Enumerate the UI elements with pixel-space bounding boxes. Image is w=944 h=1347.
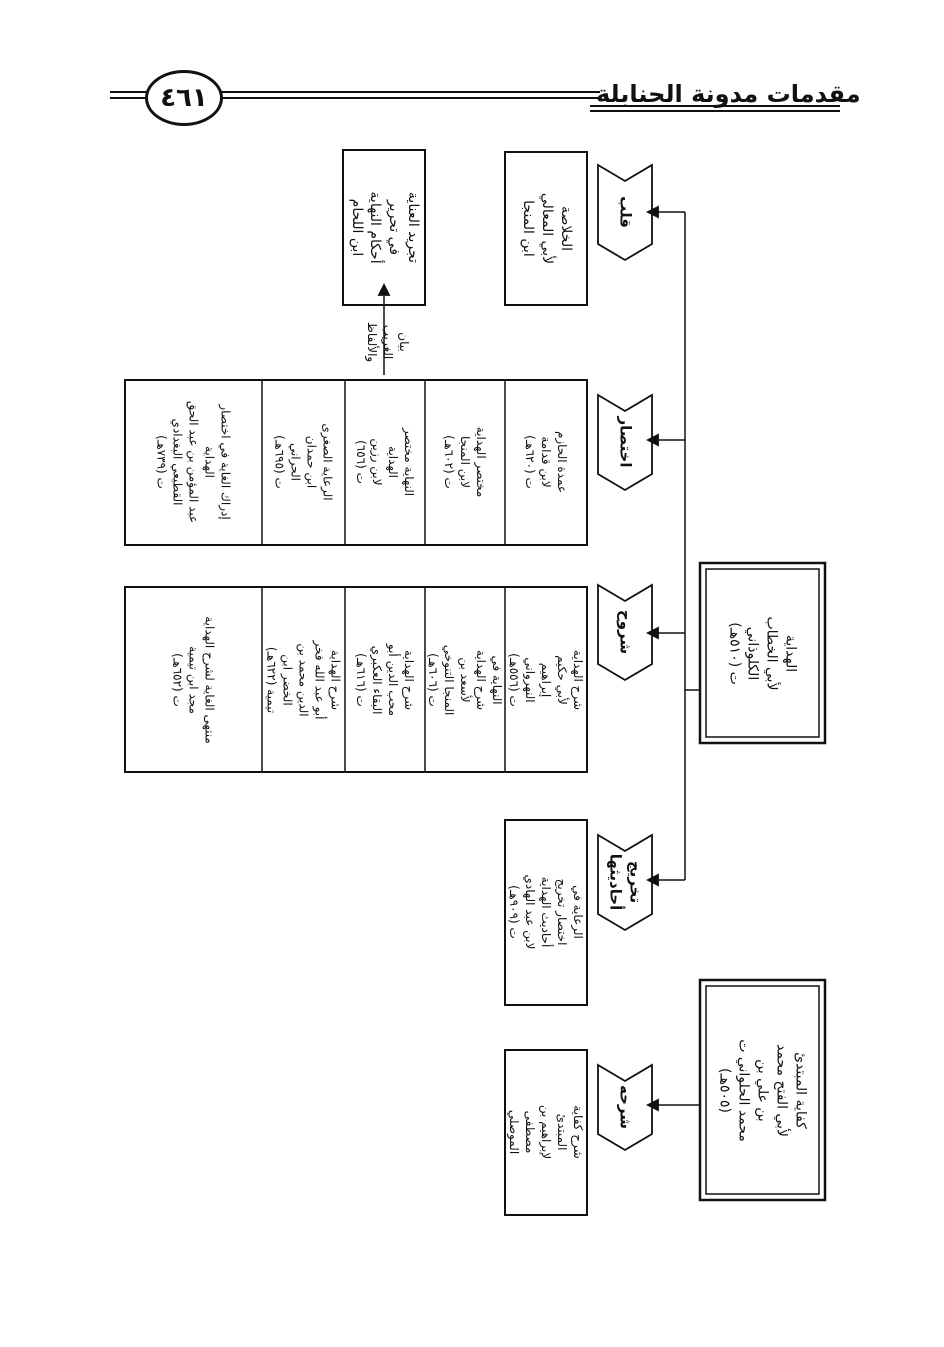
main-kifaya-text-line: لأبي الفتح محمد بن علي بن <box>754 1043 790 1137</box>
tag-taqlib <box>597 163 653 262</box>
ikhtisar-item-line: عمدة الحازم <box>555 430 570 494</box>
main-hidaya-text-line: لأبي الخطاب الكلوذاني <box>745 615 780 691</box>
main-kifaya-text-line: محمد الحلواني ت (٥٠٥هـ) <box>716 1038 752 1142</box>
header-rule-left <box>110 97 600 99</box>
header-rule-left <box>110 91 600 93</box>
shuruh-item-line: أبو عبد الله فخر الدين محمد بن <box>296 640 327 720</box>
page-number-text: ٤٦١ <box>160 83 208 113</box>
ikhtisar-item-line: الهداية <box>202 446 217 478</box>
tag-sharhuh <box>597 1063 653 1152</box>
ikhtisar-item-line: عبد المؤمن بن عبد الحق <box>186 400 201 524</box>
takhrij-text-line: الرعاية في اختصار تخريج <box>555 878 586 946</box>
ikhtisar-item-line: ت (٦٩٥هـ) <box>272 435 287 489</box>
shuruh-item-line: النهاية في شرح الهداية <box>474 649 505 711</box>
sharh-kifaya-text-line: لإبراهيم بن مصطفى <box>522 1104 554 1160</box>
branch-arrow <box>645 873 659 887</box>
khulasa-text-line: لأبي المعالي ابن المنجا <box>519 192 555 264</box>
branch-arrow <box>645 626 659 640</box>
ikhtisar-item-line: مختصر الهداية <box>474 426 489 498</box>
main-hidaya-box <box>698 561 827 745</box>
main-kifaya-box <box>698 978 827 1202</box>
main-hidaya-text-line: ت (٥١٠هـ) <box>726 621 743 685</box>
book-title: مقدمات مدونة الحنابلة <box>596 80 861 108</box>
tajrid-arrow <box>377 282 391 296</box>
shuruh-item-line: ت (٦٥٢هـ) <box>170 653 185 707</box>
kifaya-arrow <box>645 1098 659 1112</box>
shuruh-item-line: مجد ابن تيمية <box>186 646 201 714</box>
takhrij-box <box>504 819 588 1006</box>
header-rule-right <box>590 105 840 107</box>
khulasa-box <box>504 151 588 306</box>
ikhtisar-item-line: ت (٧٣٩هـ) <box>154 435 169 489</box>
header-rule-right <box>590 110 840 112</box>
shuruh-item-line: شرح الهداية <box>328 649 343 711</box>
ikhtisar-item-line: إدراك الغاية في اختصار <box>218 404 233 520</box>
arrow-label-line: بيان الغريب <box>381 324 412 360</box>
sharh-kifaya-text-line: الموصلي <box>506 1109 521 1155</box>
shuruh-item-line: منتهى الغاية لشرح الهداية <box>202 616 217 744</box>
main-hidaya-box-inner <box>705 568 820 738</box>
shuruh-box <box>124 586 588 773</box>
main-kifaya-text-line: كفاية المبتدئ <box>792 1051 809 1129</box>
main-hidaya-text-line: الهداية <box>782 634 799 672</box>
ikhtisar-item-line: القطيعي البغدادي <box>170 418 185 506</box>
ikhtisar-item-line: النهاية مختصر الهداية <box>386 427 417 497</box>
tajrid-text-line: ابن اللحام <box>348 198 365 256</box>
tajrid-text-line: تجريد العناية في تحرير <box>385 191 421 263</box>
ikhtisar-box <box>124 379 588 546</box>
arrow-label-line: والألفاظ <box>364 321 379 363</box>
tajrid-text-line: أحكام النهاية <box>367 190 383 264</box>
branch-arrow <box>645 205 659 219</box>
takhrij-text-line: أحاديث الهداية <box>539 876 554 948</box>
page-header: ٤٦١ مقدمات مدونة الحنابلة <box>0 0 944 140</box>
shuruh-item-line: شرح الهداية <box>402 649 417 711</box>
sharh-kifaya-box <box>504 1049 588 1216</box>
sharh-kifaya-text-line: شرح كفاية المبتدئ <box>555 1105 586 1159</box>
branch-arrow <box>645 433 659 447</box>
takhrij-text-line: لابن عبد الهادي ت (٩٠٩هـ) <box>506 874 537 950</box>
tag-ikhtisar <box>597 393 653 492</box>
main-kifaya-box-inner <box>705 985 820 1195</box>
khulasa-text-line: الخلاصة <box>557 205 574 251</box>
ikhtisar-item-line: الرعاية الصغرى <box>320 423 335 501</box>
tag-shuruh <box>597 583 653 682</box>
shuruh-item-line: شرح الهداية <box>571 649 586 711</box>
page-number: ٤٦١ <box>145 70 223 126</box>
ikhtisar-item-line: ابن حمدان الحراني <box>288 435 319 489</box>
tag-takhrij <box>597 833 653 932</box>
